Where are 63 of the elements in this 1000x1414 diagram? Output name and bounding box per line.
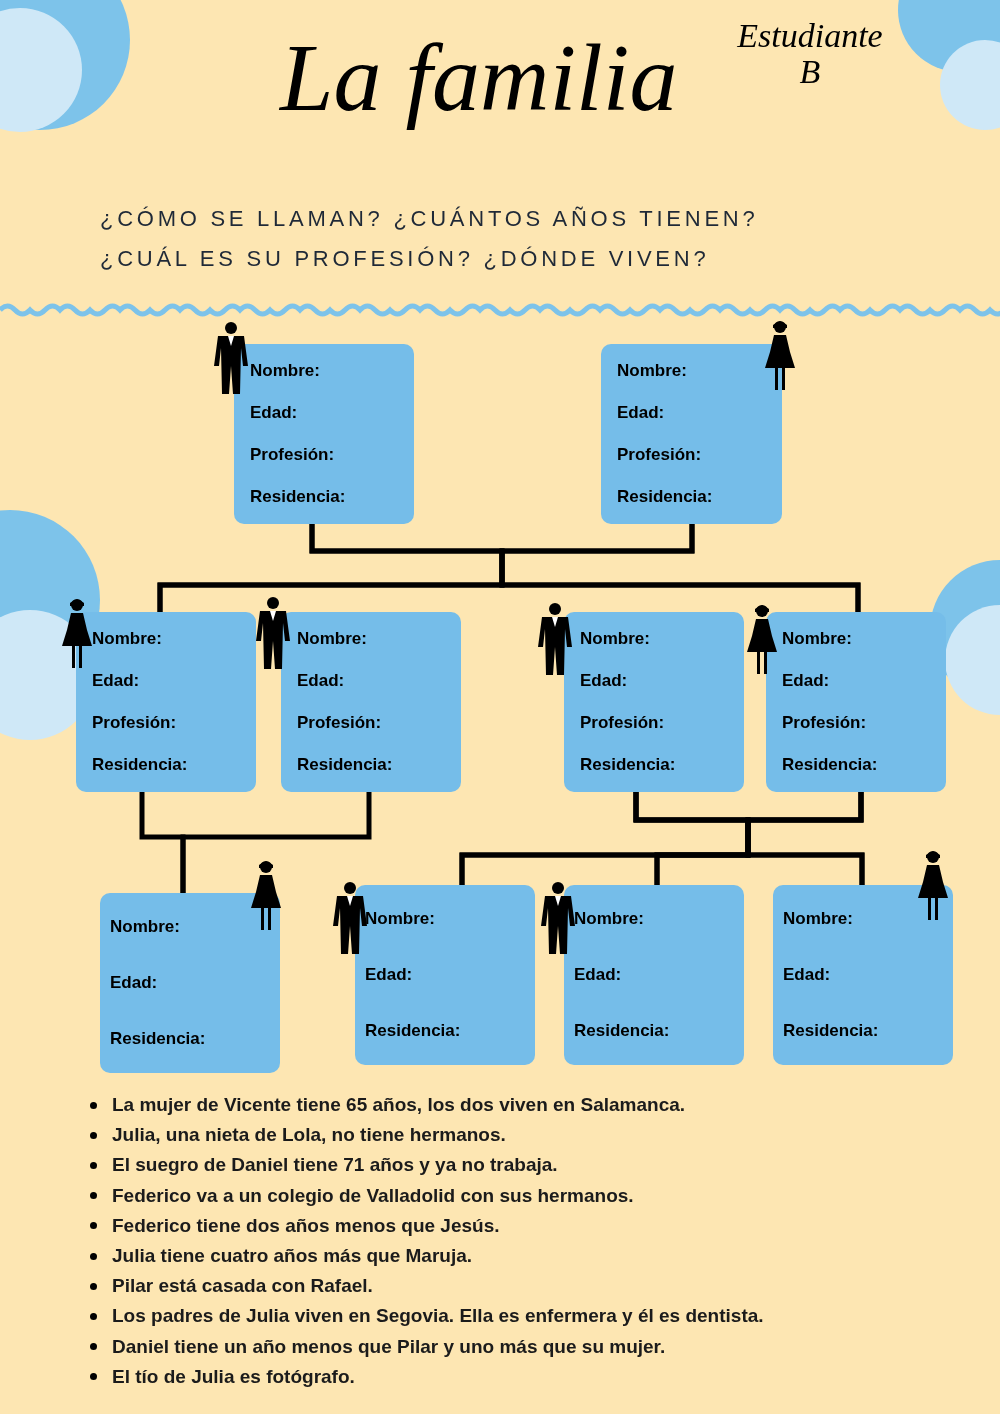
- clue-sentence: Pilar está casada con Rafael.: [112, 1274, 373, 1299]
- person-card: [76, 612, 256, 792]
- field-label: Nombre:: [92, 628, 163, 650]
- field-label: Residencia:: [617, 486, 714, 508]
- field-label: Nombre:: [617, 360, 688, 382]
- person-card: [100, 893, 280, 1073]
- field-label: Residencia:: [783, 1020, 880, 1042]
- student-label: Estudiante B: [736, 18, 884, 90]
- field-label: Profesión:: [617, 444, 703, 466]
- question: ¿CÓMO SE LLAMAN? ¿CUÁNTOS AÑOS TIENEN?: [100, 205, 759, 233]
- person-card: [564, 612, 744, 792]
- field-label: Residencia:: [574, 1020, 671, 1042]
- field-label: Nombre:: [574, 908, 645, 930]
- title: La familia: [280, 23, 678, 133]
- field-label: Nombre:: [782, 628, 853, 650]
- field-label: Profesión:: [297, 712, 383, 734]
- person-card: [281, 612, 461, 792]
- clue-sentence: Julia tiene cuatro años más que Maruja.: [112, 1244, 473, 1269]
- field-label: Edad:: [783, 964, 832, 986]
- field-label: Profesión:: [782, 712, 868, 734]
- field-label: Residencia:: [782, 754, 879, 776]
- clue-sentence: Los padres de Julia viven en Segovia. Ella es enfermera y él es dentista.: [112, 1304, 764, 1329]
- person-card: [564, 885, 744, 1065]
- person-card: [773, 885, 953, 1065]
- field-label: Edad:: [580, 670, 629, 692]
- field-label: Profesión:: [250, 444, 336, 466]
- field-label: Edad:: [782, 670, 831, 692]
- person-card: [601, 344, 782, 524]
- clue-sentence: La mujer de Vicente tiene 65 años, los dos viven en Salamanca.: [112, 1093, 686, 1118]
- clue-sentence: El suegro de Daniel tiene 71 años y ya no trabaja.: [112, 1153, 558, 1178]
- clue-sentence: Federico tiene dos años menos que Jesús.: [112, 1213, 500, 1238]
- family-tree-line: [180, 792, 372, 893]
- field-label: Nombre:: [580, 628, 651, 650]
- question: ¿CUÁL ES SU PROFESIÓN? ¿DÓNDE VIVEN?: [100, 245, 710, 273]
- field-label: Edad:: [297, 670, 346, 692]
- clue-sentence: Federico va a un colegio de Valladolid con sus hermanos.: [112, 1183, 634, 1208]
- person-card: [766, 612, 946, 792]
- field-label: Nombre:: [365, 908, 436, 930]
- field-label: Edad:: [617, 402, 666, 424]
- field-label: Edad:: [92, 670, 141, 692]
- person-card: [355, 885, 535, 1065]
- person-card: [234, 344, 414, 524]
- field-label: Nombre:: [250, 360, 321, 382]
- field-label: Residencia:: [110, 1028, 207, 1050]
- field-label: Residencia:: [297, 754, 394, 776]
- field-label: Nombre:: [297, 628, 368, 650]
- field-label: Edad:: [365, 964, 414, 986]
- field-label: Residencia:: [580, 754, 677, 776]
- field-label: Profesión:: [92, 712, 178, 734]
- clue-sentence: El tío de Julia es fotógrafo.: [112, 1364, 355, 1389]
- field-label: Residencia:: [92, 754, 189, 776]
- family-tree-line: [499, 524, 861, 612]
- field-label: Edad:: [574, 964, 623, 986]
- field-label: Nombre:: [110, 916, 181, 938]
- field-label: Edad:: [110, 972, 159, 994]
- field-label: Residencia:: [250, 486, 347, 508]
- clue-sentence: Daniel tiene un año menos que Pilar y uno más que su mujer.: [112, 1334, 666, 1359]
- clue-sentence: Julia, una nieta de Lola, no tiene hermanos.: [112, 1123, 506, 1148]
- field-label: Residencia:: [365, 1020, 462, 1042]
- family-tree-line: [745, 792, 865, 885]
- field-label: Nombre:: [783, 908, 854, 930]
- field-label: Profesión:: [580, 712, 666, 734]
- field-label: Edad:: [250, 402, 299, 424]
